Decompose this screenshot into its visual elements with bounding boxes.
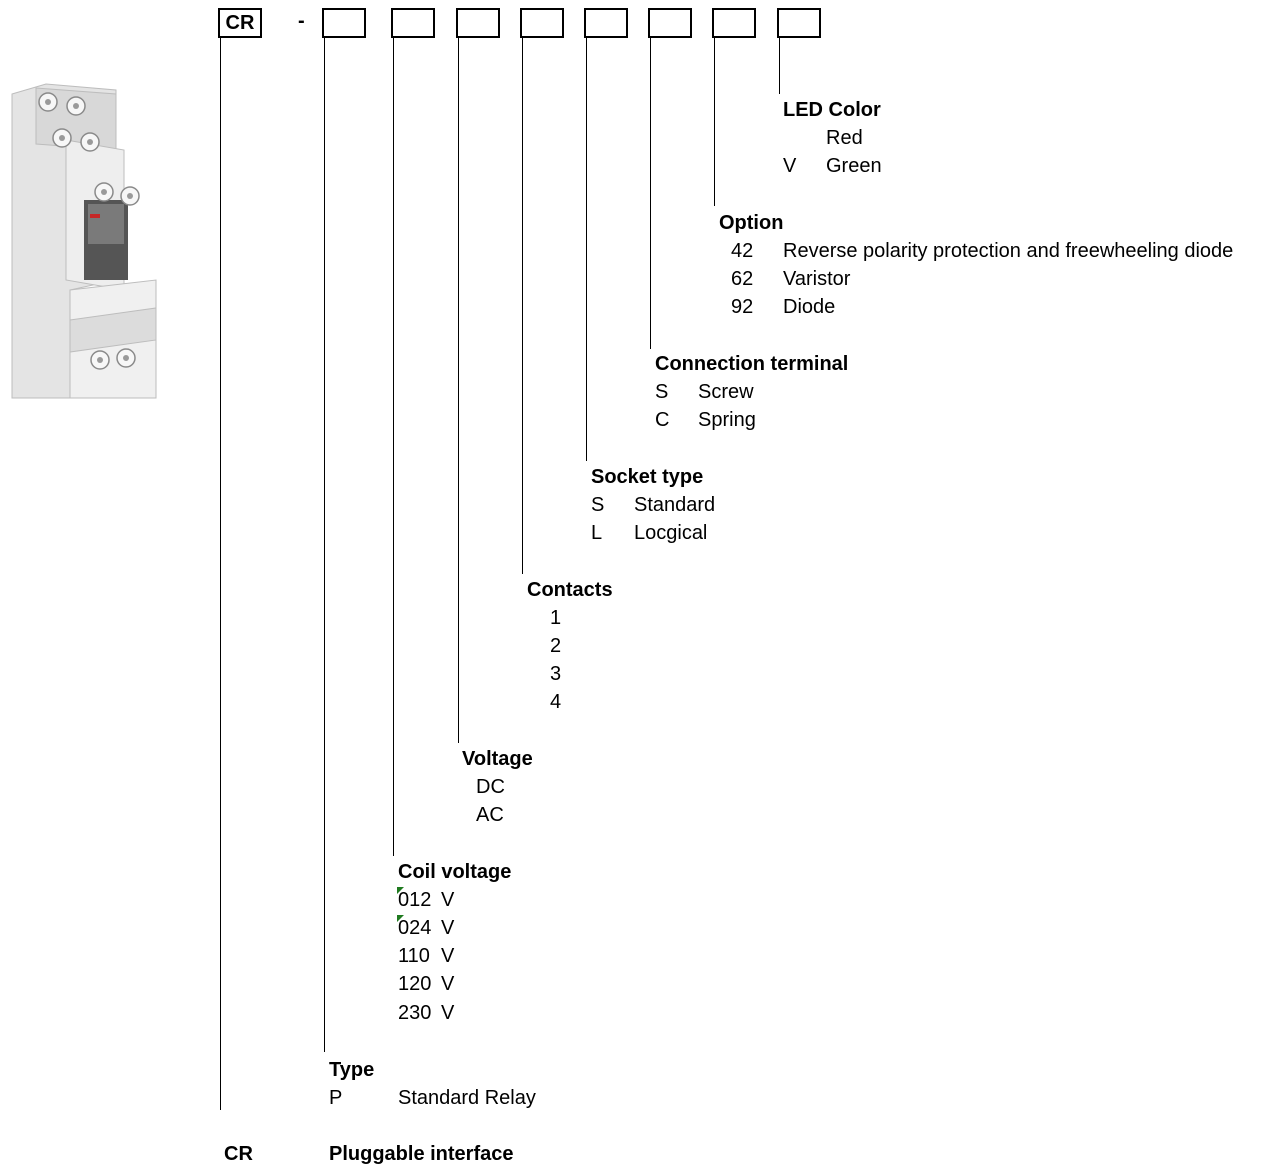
socket-type-label: Standard bbox=[634, 494, 716, 516]
contacts-title: Contacts bbox=[527, 579, 613, 601]
code-box-prefix: CR bbox=[218, 8, 262, 38]
coil-voltage-value: 012 bbox=[398, 889, 432, 911]
code-box-option bbox=[712, 8, 756, 38]
led-color-label: Red bbox=[826, 127, 863, 149]
code-box-contacts bbox=[520, 8, 564, 38]
voltage-option: DC bbox=[476, 776, 505, 798]
coil-voltage-value: 120 bbox=[398, 973, 432, 995]
code-box-socket-type bbox=[584, 8, 628, 38]
leader-line-prefix bbox=[220, 38, 221, 1110]
base-label: Pluggable interface bbox=[329, 1143, 514, 1165]
leader-line-voltage bbox=[458, 38, 459, 743]
option-code: 92 bbox=[731, 296, 754, 318]
leader-line-coil-voltage bbox=[393, 38, 394, 856]
coil-voltage-unit: V bbox=[441, 889, 455, 911]
contacts-option: 2 bbox=[550, 635, 562, 657]
coil-voltage-unit: V bbox=[441, 1002, 455, 1024]
code-box-type bbox=[322, 8, 366, 38]
type-code: P bbox=[329, 1087, 343, 1109]
coil-voltage-value: 230 bbox=[398, 1002, 432, 1024]
coil-voltage-value: 110 bbox=[398, 945, 430, 967]
contacts-option: 1 bbox=[550, 607, 562, 629]
relay-module-image bbox=[11, 83, 157, 399]
connection-terminal-code: C bbox=[655, 409, 670, 431]
code-box-coil-voltage bbox=[391, 8, 435, 38]
leader-line-option bbox=[714, 38, 715, 206]
socket-type-code: S bbox=[591, 494, 605, 516]
code-box-voltage bbox=[456, 8, 500, 38]
leader-line-contacts bbox=[522, 38, 523, 574]
comment-marker-icon bbox=[397, 915, 404, 922]
code-box-led-color bbox=[777, 8, 821, 38]
connection-terminal-code: S bbox=[655, 381, 669, 403]
option-label: Varistor bbox=[783, 268, 851, 290]
socket-type-code: L bbox=[591, 522, 603, 544]
leader-line-connection-terminal bbox=[650, 38, 651, 349]
coil-voltage-title: Coil voltage bbox=[398, 861, 512, 883]
base-code: CR bbox=[224, 1143, 253, 1165]
coil-voltage-unit: V bbox=[441, 973, 455, 995]
type-title: Type bbox=[329, 1059, 375, 1081]
contacts-option: 3 bbox=[550, 663, 562, 685]
connection-terminal-label: Spring bbox=[698, 409, 756, 431]
connection-terminal-label: Screw bbox=[698, 381, 754, 403]
option-code: 42 bbox=[731, 240, 754, 262]
contacts-option: 4 bbox=[550, 691, 562, 713]
leader-line-type bbox=[324, 38, 325, 1052]
led-color-label: Green bbox=[826, 155, 882, 177]
led-color-code: V bbox=[783, 155, 797, 177]
code-box-connection-terminal bbox=[648, 8, 692, 38]
led-color-title: LED Color bbox=[783, 99, 881, 121]
leader-line-led-color bbox=[779, 38, 780, 94]
socket-type-label: Locgical bbox=[634, 522, 708, 544]
type-label: Standard Relay bbox=[398, 1087, 536, 1109]
voltage-option: AC bbox=[476, 804, 504, 826]
option-title: Option bbox=[719, 212, 784, 234]
leader-line-socket-type bbox=[586, 38, 587, 461]
option-label: Diode bbox=[783, 296, 836, 318]
option-code: 62 bbox=[731, 268, 754, 290]
connection-terminal-title: Connection terminal bbox=[655, 353, 849, 375]
code-prefix: CR bbox=[225, 11, 255, 34]
coil-voltage-unit: V bbox=[441, 917, 455, 939]
code-separator: - bbox=[298, 10, 305, 32]
coil-voltage-value: 024 bbox=[398, 917, 432, 939]
socket-type-title: Socket type bbox=[591, 466, 704, 488]
comment-marker-icon bbox=[397, 887, 404, 894]
option-label: Reverse polarity protection and freewhee… bbox=[783, 240, 1234, 262]
coil-voltage-unit: V bbox=[441, 945, 455, 967]
voltage-title: Voltage bbox=[462, 748, 533, 770]
